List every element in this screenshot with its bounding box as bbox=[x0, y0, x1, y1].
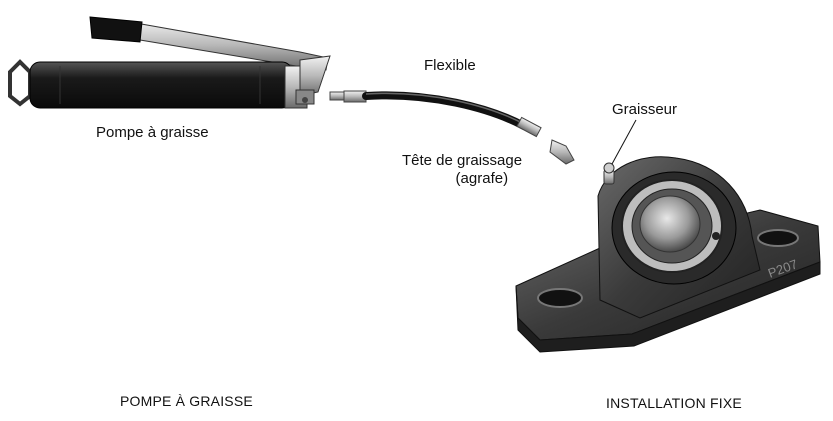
coupler-image bbox=[549, 139, 575, 165]
tete-de-graissage-line2: (agrafe) bbox=[455, 170, 509, 187]
flexible-hose-image bbox=[343, 90, 542, 138]
flexible-label: Flexible bbox=[424, 57, 476, 74]
tete-de-graissage-label: Tête de graissage (agrafe) bbox=[402, 152, 522, 188]
caption-installation-fixe: INSTALLATION FIXE bbox=[606, 395, 742, 411]
tete-de-graissage-line1: Tête de graissage bbox=[402, 152, 523, 169]
bearing-image: P207 bbox=[515, 156, 821, 353]
pompe-a-graisse-label: Pompe à graisse bbox=[96, 124, 209, 141]
graisseur-label: Graisseur bbox=[612, 101, 678, 118]
caption-pompe-a-graisse: POMPE À GRAISSE bbox=[120, 393, 253, 409]
grease-gun-image bbox=[8, 16, 355, 109]
graisseur-leader-line bbox=[611, 119, 637, 165]
